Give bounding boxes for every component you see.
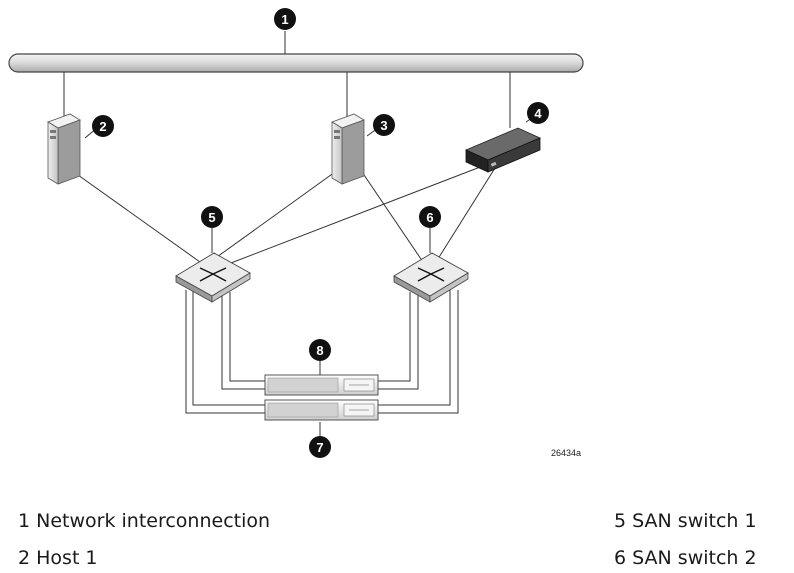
- san-switch-icon: [175, 252, 251, 303]
- callout-2: 2: [84, 115, 114, 139]
- appliance-icon: [465, 127, 541, 173]
- host-server-icon: [331, 113, 365, 185]
- svg-text:4: 4: [534, 106, 542, 121]
- svg-text:3: 3: [380, 118, 387, 133]
- callout-3: 3: [366, 114, 395, 137]
- figure-id: 26434a: [551, 448, 581, 458]
- legend-item-1: 1 Network interconnection: [18, 510, 271, 532]
- callout-5: 5: [201, 206, 223, 228]
- callout-7: 7: [309, 436, 331, 458]
- svg-text:5: 5: [208, 210, 215, 225]
- san-topology-diagram: 1 2 3 4 5 6 7 8 26434a: [8, 8, 584, 458]
- svg-text:1: 1: [281, 12, 288, 27]
- legend-item-5: 5 SAN switch 1: [614, 510, 757, 532]
- san-switch-icon: [393, 252, 469, 303]
- svg-text:6: 6: [426, 210, 433, 225]
- callout-1: 1: [274, 8, 296, 30]
- svg-text:7: 7: [316, 440, 323, 455]
- callout-6: 6: [419, 206, 441, 228]
- storage-array-icon: [264, 399, 379, 421]
- network-bus-icon: [8, 53, 584, 73]
- array-cabling: [185, 290, 459, 414]
- svg-text:2: 2: [99, 119, 106, 134]
- bus-drop-lines: [63, 31, 511, 128]
- host-server-icon: [47, 113, 81, 185]
- callout-4: 4: [525, 102, 549, 124]
- storage-array-icon: [264, 374, 379, 396]
- legend-item-2: 2 Host 1: [18, 547, 98, 569]
- svg-text:8: 8: [316, 343, 323, 358]
- legend-item-6: 6 SAN switch 2: [614, 547, 757, 569]
- callout-8: 8: [309, 339, 331, 361]
